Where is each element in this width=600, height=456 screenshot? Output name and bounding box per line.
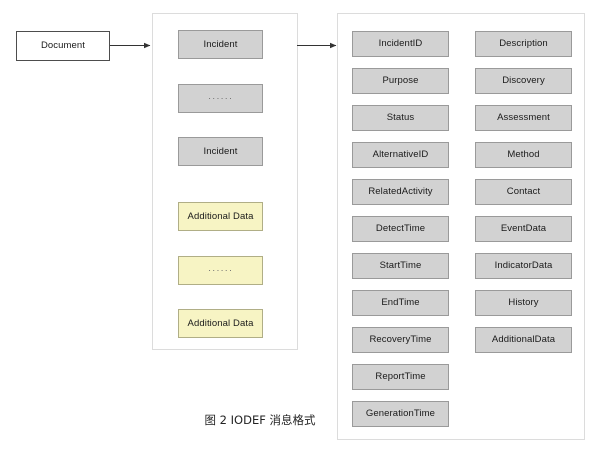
- node-field-reporttime-label: ReportTime: [375, 371, 426, 383]
- node-field-detecttime[interactable]: DetectTime: [352, 216, 449, 242]
- node-field-method[interactable]: Method: [475, 142, 572, 168]
- node-field-discovery-label: Discovery: [502, 75, 545, 87]
- node-field-incidentid-label: IncidentID: [378, 38, 423, 50]
- figure-caption: 图 2 IODEF 消息格式: [204, 413, 316, 427]
- node-field-relatedactivity-label: RelatedActivity: [368, 186, 433, 198]
- node-field-recoverytime[interactable]: RecoveryTime: [352, 327, 449, 353]
- node-field-indicatordata[interactable]: IndicatorData: [475, 253, 572, 279]
- node-field-incidentid[interactable]: IncidentID: [352, 31, 449, 57]
- node-field-eventdata[interactable]: EventData: [475, 216, 572, 242]
- node-document-label: Document: [40, 40, 86, 52]
- node-field-contact[interactable]: Contact: [475, 179, 572, 205]
- node-field-assessment[interactable]: Assessment: [475, 105, 572, 131]
- node-field-history[interactable]: History: [475, 290, 572, 316]
- node-additional-data-first-label: Additional Data: [187, 210, 254, 222]
- node-field-recoverytime-label: RecoveryTime: [369, 334, 432, 346]
- container-document-list: [152, 13, 298, 350]
- node-incident-first-label: Incident: [203, 38, 238, 50]
- node-field-relatedactivity[interactable]: RelatedActivity: [352, 179, 449, 205]
- node-field-contact-label: Contact: [506, 186, 541, 198]
- node-field-starttime[interactable]: StartTime: [352, 253, 449, 279]
- node-field-purpose[interactable]: Purpose: [352, 68, 449, 94]
- node-field-status[interactable]: Status: [352, 105, 449, 131]
- node-field-purpose-label: Purpose: [382, 75, 419, 87]
- node-field-history-label: History: [508, 297, 539, 309]
- node-incident-last[interactable]: Incident: [178, 137, 263, 166]
- node-additional-data-ellipsis-label: ······: [208, 264, 233, 276]
- node-incident-ellipsis: ······: [178, 84, 263, 113]
- node-field-alternativeid-label: AlternativeID: [372, 149, 429, 161]
- node-field-endtime[interactable]: EndTime: [352, 290, 449, 316]
- node-field-generationtime[interactable]: GenerationTime: [352, 401, 449, 427]
- node-field-detecttime-label: DetectTime: [375, 223, 426, 235]
- node-incident-first[interactable]: Incident: [178, 30, 263, 59]
- node-field-description[interactable]: Description: [475, 31, 572, 57]
- node-additional-data-last-label: Additional Data: [187, 317, 254, 329]
- node-additional-data-last[interactable]: Additional Data: [178, 309, 263, 338]
- node-incident-ellipsis-label: ······: [208, 92, 233, 104]
- node-field-generationtime-label: GenerationTime: [365, 408, 436, 420]
- node-field-alternativeid[interactable]: AlternativeID: [352, 142, 449, 168]
- node-field-indicatordata-label: IndicatorData: [494, 260, 553, 272]
- node-field-discovery[interactable]: Discovery: [475, 68, 572, 94]
- node-field-eventdata-label: EventData: [500, 223, 547, 235]
- node-additional-data-ellipsis: ······: [178, 256, 263, 285]
- node-field-method-label: Method: [507, 149, 540, 161]
- node-field-description-label: Description: [499, 38, 548, 50]
- node-field-endtime-label: EndTime: [381, 297, 420, 309]
- node-field-starttime-label: StartTime: [379, 260, 422, 272]
- node-additional-data-first[interactable]: Additional Data: [178, 202, 263, 231]
- node-field-assessment-label: Assessment: [497, 112, 550, 124]
- node-incident-last-label: Incident: [203, 145, 238, 157]
- node-field-reporttime[interactable]: ReportTime: [352, 364, 449, 390]
- node-document[interactable]: Document: [16, 31, 110, 61]
- node-field-status-label: Status: [386, 112, 415, 124]
- node-field-additionaldata-label: AdditionalData: [491, 334, 556, 346]
- node-field-additionaldata[interactable]: AdditionalData: [475, 327, 572, 353]
